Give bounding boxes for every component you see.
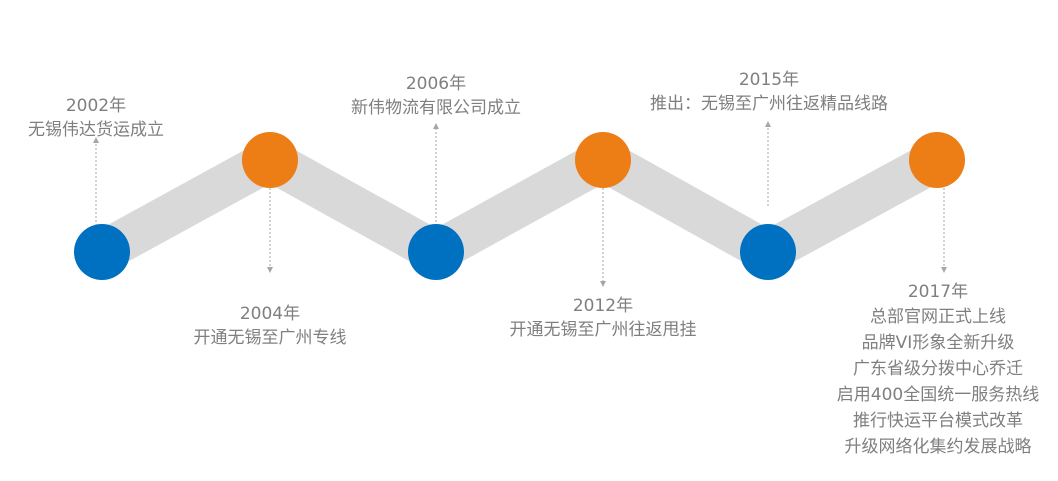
milestone-year: 2015年 bbox=[738, 70, 800, 90]
milestone-2015: 2015年 推出：无锡至广州往返精品线路 bbox=[616, 68, 922, 116]
milestone-desc: 无锡伟达货运成立 bbox=[28, 120, 164, 140]
milestone-desc: 新伟物流有限公司成立 bbox=[351, 98, 521, 118]
milestone-year: 2006年 bbox=[405, 74, 467, 94]
node-2012 bbox=[575, 132, 631, 188]
milestone-desc: 开通无锡至广州往返甩挂 bbox=[509, 320, 697, 340]
milestone-year: 2017年 bbox=[907, 282, 969, 302]
milestone-item: 广东省级分拨中心乔迁 bbox=[853, 359, 1023, 379]
node-2004 bbox=[242, 132, 298, 188]
milestone-2006: 2006年 新伟物流有限公司成立 bbox=[326, 72, 546, 120]
milestone-item: 升级网络化集约发展战略 bbox=[844, 437, 1032, 457]
milestone-year: 2002年 bbox=[65, 96, 127, 116]
milestone-desc: 开通无锡至广州专线 bbox=[193, 328, 347, 348]
node-2017 bbox=[909, 132, 965, 188]
milestone-year: 2012年 bbox=[572, 296, 634, 316]
milestone-2017: 2017年 总部官网正式上线 品牌VI形象全新升级 广东省级分拨中心乔迁 启用4… bbox=[822, 280, 1054, 460]
milestone-item: 启用400全国统一服务热线 bbox=[836, 385, 1040, 405]
milestone-item: 推行快运平台模式改革 bbox=[853, 411, 1023, 431]
milestone-2012: 2012年 开通无锡至广州往返甩挂 bbox=[480, 294, 726, 342]
milestone-item: 总部官网正式上线 bbox=[870, 307, 1006, 327]
milestone-2002: 2002年 无锡伟达货运成立 bbox=[8, 94, 184, 142]
milestone-desc: 推出：无锡至广州往返精品线路 bbox=[650, 94, 888, 114]
node-2015 bbox=[740, 224, 796, 280]
node-2006 bbox=[408, 224, 464, 280]
milestone-2004: 2004年 开通无锡至广州专线 bbox=[160, 302, 380, 350]
timeline-band bbox=[91, 141, 948, 271]
milestone-year: 2004年 bbox=[239, 304, 301, 324]
node-2002 bbox=[74, 224, 130, 280]
milestone-item: 品牌VI形象全新升级 bbox=[861, 333, 1015, 353]
